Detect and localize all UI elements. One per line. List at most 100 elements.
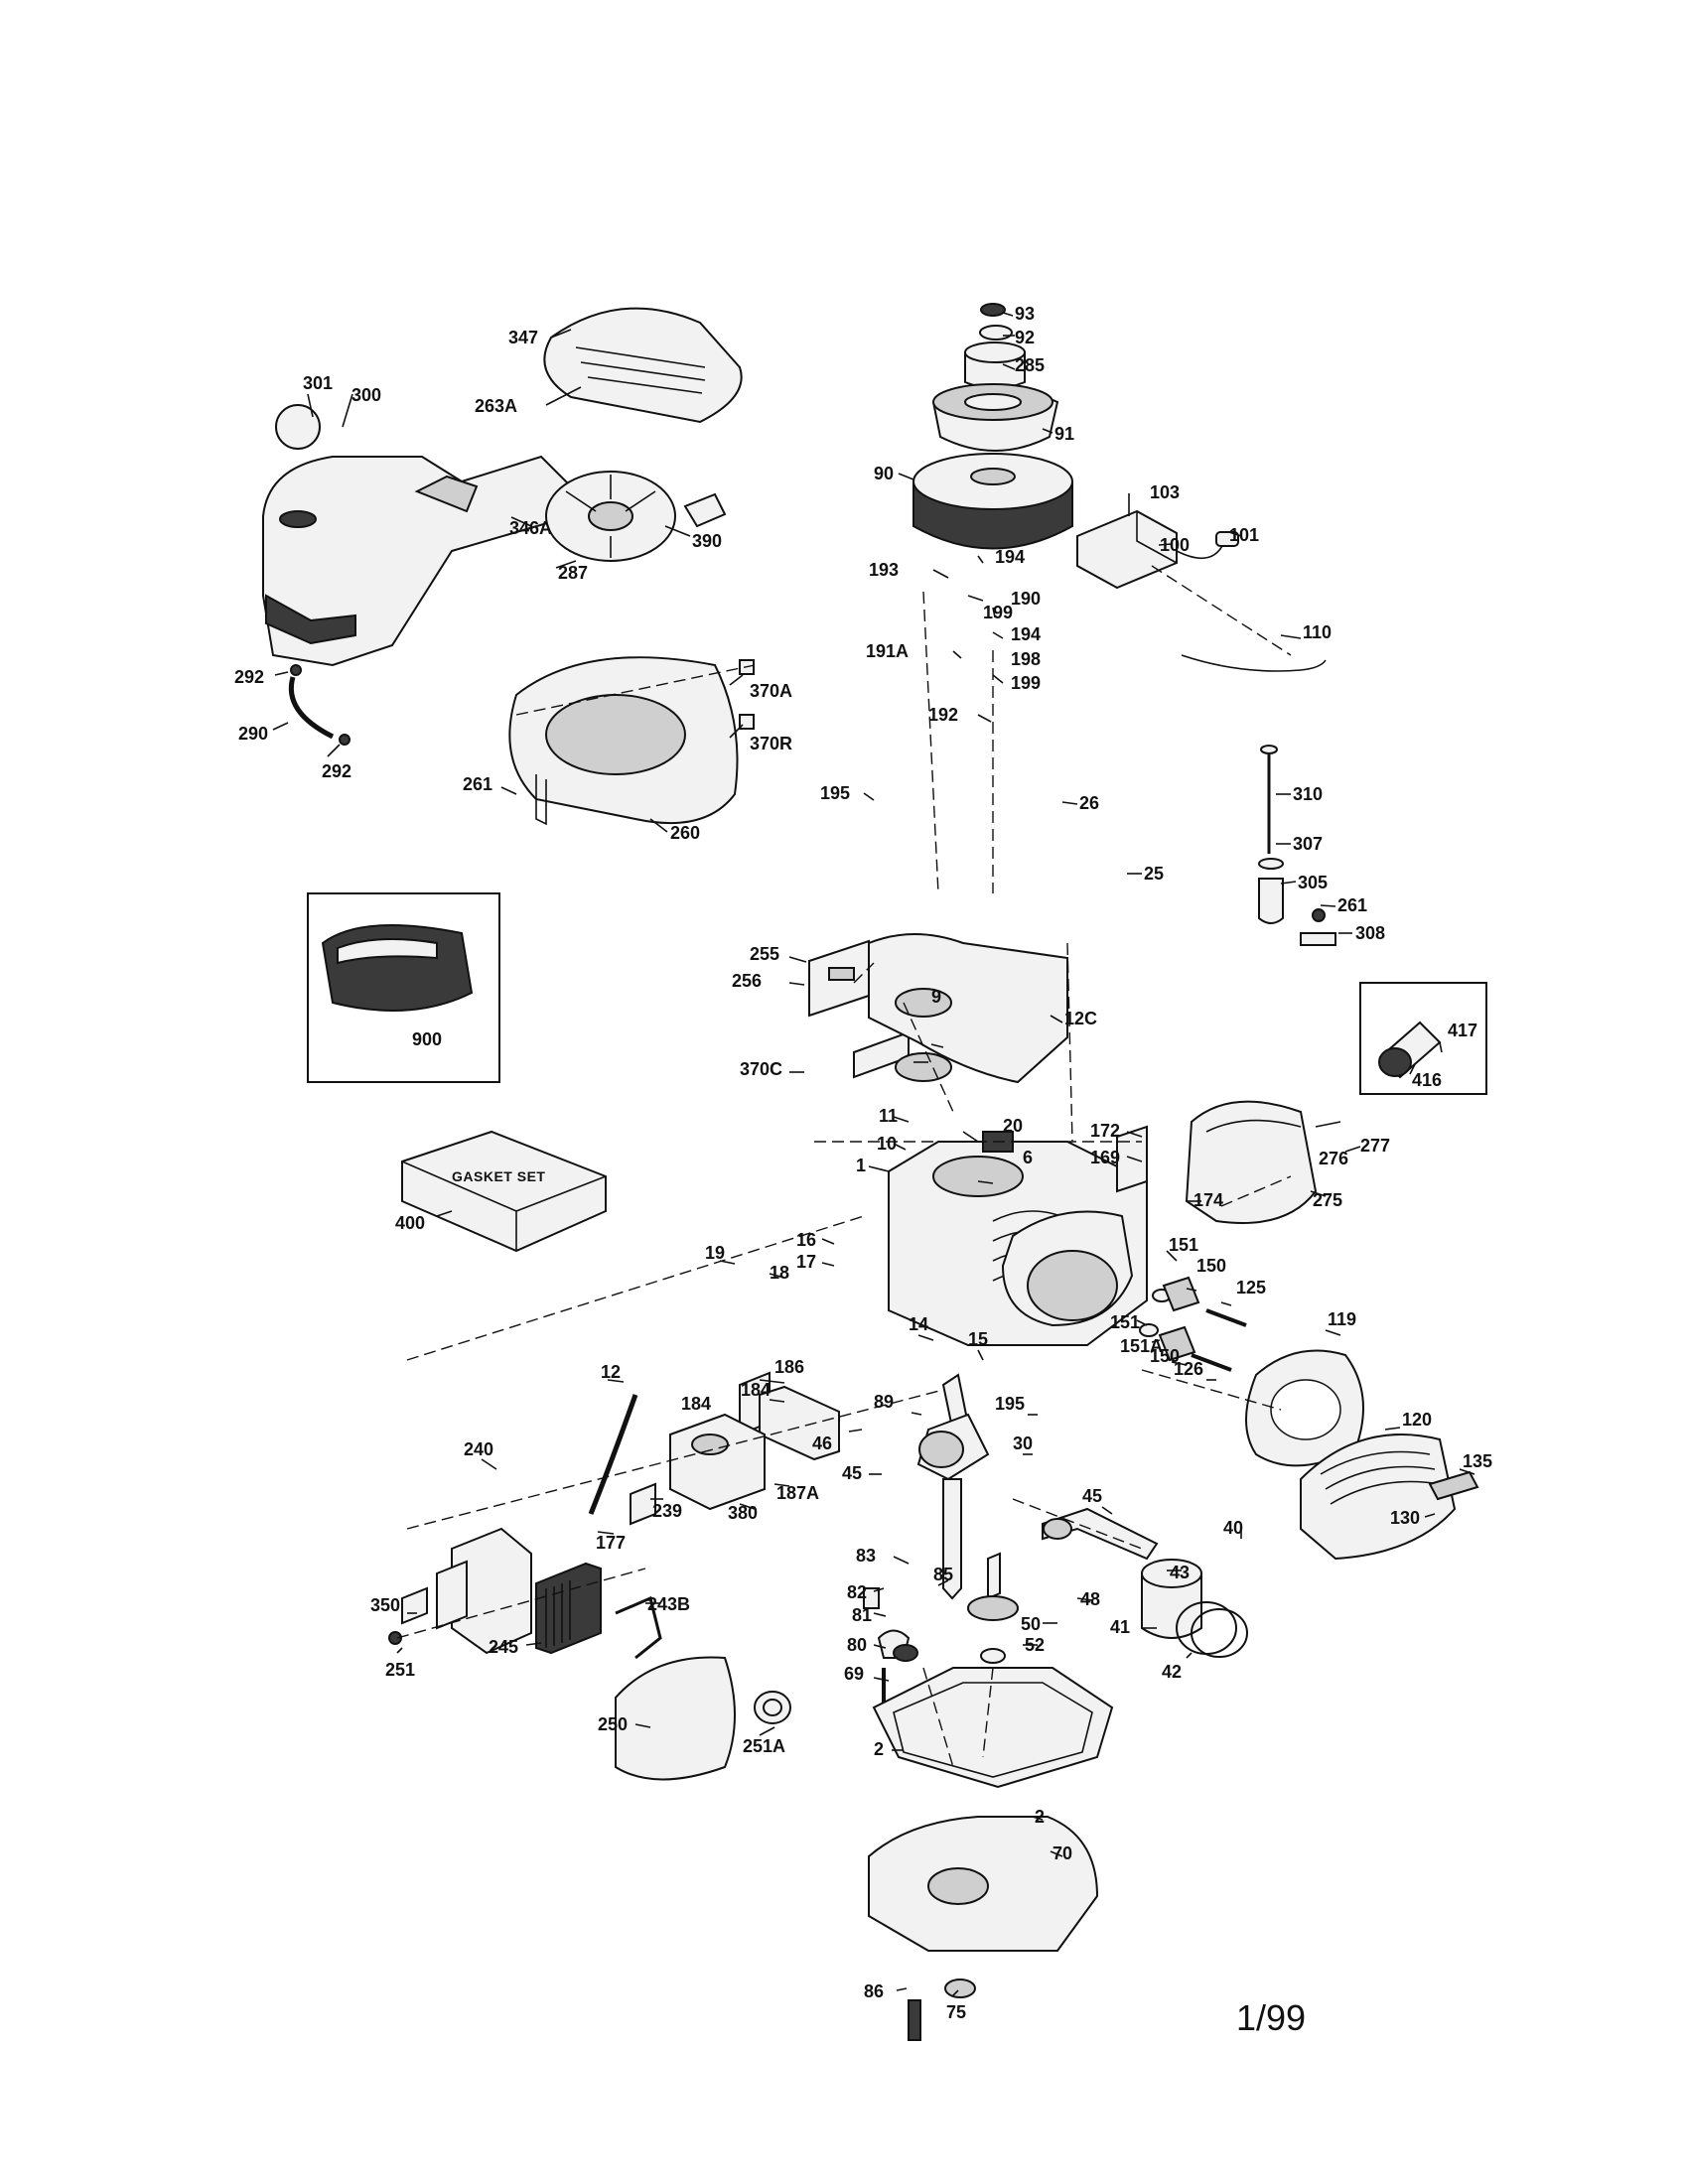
callout-151-upper: 151 xyxy=(1169,1235,1198,1255)
callout-125: 125 xyxy=(1236,1278,1266,1297)
callout-260: 260 xyxy=(670,823,700,843)
callout-275: 275 xyxy=(1313,1190,1342,1210)
fuel-line-art xyxy=(288,664,351,746)
callout-48: 48 xyxy=(1080,1589,1100,1609)
callout-292-top: 292 xyxy=(234,667,264,687)
callout-370C: 370C xyxy=(740,1059,782,1079)
callout-174: 174 xyxy=(1193,1190,1223,1210)
callout-400: 400 xyxy=(395,1213,425,1233)
callout-81: 81 xyxy=(852,1605,872,1625)
callout-239: 239 xyxy=(652,1501,682,1521)
callout-251A: 251A xyxy=(743,1736,785,1756)
callout-290: 290 xyxy=(238,724,268,744)
callout-191A: 191A xyxy=(866,641,909,661)
callout-42: 42 xyxy=(1162,1662,1182,1682)
callout-41: 41 xyxy=(1110,1617,1130,1637)
callout-15: 15 xyxy=(968,1329,988,1349)
callout-194-upper: 194 xyxy=(995,547,1025,567)
callout-900: 900 xyxy=(412,1029,442,1049)
callout-14: 14 xyxy=(909,1314,928,1334)
callout-52: 52 xyxy=(1025,1635,1045,1655)
callout-198: 198 xyxy=(1011,649,1041,669)
callout-151A: 151A xyxy=(1120,1336,1163,1356)
callout-45-right: 45 xyxy=(1082,1486,1102,1506)
callout-193: 193 xyxy=(869,560,899,580)
callout-103: 103 xyxy=(1150,482,1180,502)
callout-192: 192 xyxy=(928,705,958,725)
ignition-module-art xyxy=(1076,509,1327,672)
intake-adapter-art xyxy=(808,933,1068,1084)
callout-177: 177 xyxy=(596,1533,626,1553)
callout-9: 9 xyxy=(931,987,941,1007)
callout-18: 18 xyxy=(770,1263,789,1283)
callout-12: 12 xyxy=(601,1362,621,1382)
callout-380: 380 xyxy=(728,1503,758,1523)
callout-347: 347 xyxy=(508,328,538,347)
crankshaft-art xyxy=(916,1373,990,1600)
callout-199-lower: 199 xyxy=(1011,673,1041,693)
callout-310: 310 xyxy=(1293,784,1323,804)
callout-194-lower: 194 xyxy=(1011,624,1041,644)
callout-2-right: 2 xyxy=(1035,1807,1045,1827)
callout-135: 135 xyxy=(1463,1451,1492,1471)
callout-240: 240 xyxy=(464,1439,493,1459)
callout-150-upper: 150 xyxy=(1196,1256,1226,1276)
callout-101: 101 xyxy=(1229,525,1259,545)
callout-285: 285 xyxy=(1015,355,1045,375)
callout-119: 119 xyxy=(1328,1309,1356,1329)
callout-292-bottom: 292 xyxy=(322,761,351,781)
callout-195-upper: 195 xyxy=(820,783,850,803)
callout-245: 245 xyxy=(489,1637,518,1657)
callout-2-left: 2 xyxy=(874,1739,884,1759)
callout-276: 276 xyxy=(1319,1149,1348,1168)
callout-45-left: 45 xyxy=(842,1463,862,1483)
callout-75: 75 xyxy=(946,2002,966,2022)
callout-90: 90 xyxy=(874,464,894,483)
callout-91: 91 xyxy=(1054,424,1074,444)
callout-346A: 346A xyxy=(509,518,552,538)
callout-93: 93 xyxy=(1015,304,1035,324)
callout-69: 69 xyxy=(844,1664,864,1684)
engine-inset-art xyxy=(307,892,500,1083)
callout-172: 172 xyxy=(1090,1121,1120,1141)
callout-416: 416 xyxy=(1412,1070,1442,1090)
callout-130: 130 xyxy=(1390,1508,1420,1528)
callout-255: 255 xyxy=(750,944,779,964)
callout-370A: 370A xyxy=(750,681,792,701)
callout-350: 350 xyxy=(370,1595,400,1615)
callout-417: 417 xyxy=(1448,1021,1477,1040)
callout-287: 287 xyxy=(558,563,588,583)
callout-80: 80 xyxy=(847,1635,867,1655)
blower-housing-art xyxy=(508,656,755,826)
callout-86: 86 xyxy=(864,1981,884,2001)
callout-43: 43 xyxy=(1170,1563,1190,1582)
callout-26: 26 xyxy=(1079,793,1099,813)
callout-126: 126 xyxy=(1174,1359,1203,1379)
rod-piston-art xyxy=(1042,1507,1248,1658)
callout-150-lower: 150 xyxy=(1150,1346,1180,1366)
callout-169: 169 xyxy=(1090,1148,1120,1167)
carburetor-airfilter-art xyxy=(388,1371,840,1781)
callout-301: 301 xyxy=(303,373,333,393)
callout-92: 92 xyxy=(1015,328,1035,347)
sump-art xyxy=(868,1667,1114,2041)
callout-30: 30 xyxy=(1013,1433,1033,1453)
callout-277: 277 xyxy=(1360,1136,1390,1156)
callout-50: 50 xyxy=(1021,1614,1041,1634)
callout-243B: 243B xyxy=(647,1594,690,1614)
page-code: 1/99 xyxy=(1236,1997,1306,2038)
callout-305: 305 xyxy=(1298,873,1328,892)
callout-184-upper: 184 xyxy=(741,1380,771,1400)
callout-1: 1 xyxy=(856,1156,866,1175)
callout-190: 190 xyxy=(1011,589,1041,609)
callout-120: 120 xyxy=(1402,1410,1432,1430)
callout-6: 6 xyxy=(1023,1148,1033,1167)
callout-89: 89 xyxy=(874,1392,894,1412)
rewind-starter-art xyxy=(545,471,727,562)
callout-40: 40 xyxy=(1223,1518,1243,1538)
callout-195-lower: 195 xyxy=(995,1394,1025,1414)
callout-82: 82 xyxy=(847,1582,867,1602)
callout-16: 16 xyxy=(796,1230,816,1250)
callout-256: 256 xyxy=(732,971,762,991)
